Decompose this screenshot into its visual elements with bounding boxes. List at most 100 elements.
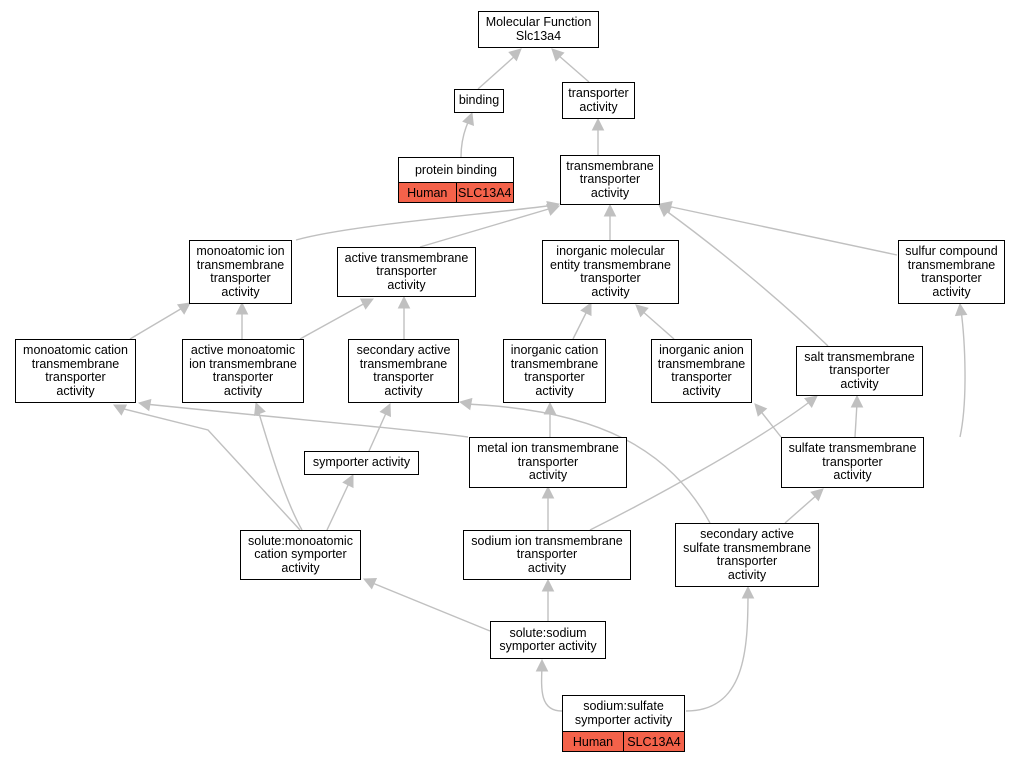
edge-line <box>419 207 553 248</box>
node-label: active transmembrane transporter activit… <box>344 250 469 292</box>
node-label: secondary active transmembrane transport… <box>356 343 451 398</box>
edge-line <box>369 581 491 632</box>
node-transporter-activity[interactable]: transporter activity <box>562 82 635 119</box>
edge-line <box>640 309 675 340</box>
node-label: sodium:sulfate symporter activity <box>563 696 684 732</box>
edge-arrowhead <box>254 401 266 416</box>
annotation-row: Human SLC13A4 <box>399 183 513 202</box>
node-binding[interactable]: binding <box>454 89 504 113</box>
edge-line <box>299 301 368 340</box>
edge-line <box>685 592 749 712</box>
node-sulfate-tmt[interactable]: sulfate transmembrane transporter activi… <box>781 437 924 488</box>
node-solute-sodium-symporter[interactable]: solute:sodium symporter activity <box>490 621 606 659</box>
edge-line <box>664 209 829 347</box>
node-label: inorganic cation transmembrane transport… <box>510 343 599 398</box>
edge-arrowhead <box>535 658 549 672</box>
node-label: sulfur compound transmembrane transporte… <box>905 244 998 299</box>
edge-arrowhead <box>603 203 617 217</box>
edge-line <box>326 480 351 531</box>
edge-arrowhead <box>342 473 354 489</box>
node-monoatomic-ion-tmt[interactable]: monoatomic ion transmembrane transporter… <box>189 240 292 304</box>
edge-line <box>854 402 858 438</box>
node-symporter-activity[interactable]: symporter activity <box>304 451 419 475</box>
node-inorganic-anion-tmt[interactable]: inorganic anion transmembrane transporte… <box>651 339 752 403</box>
edge-arrowhead <box>112 404 128 416</box>
edge-arrowhead <box>804 395 818 409</box>
node-label: solute:monoatomic cation symporter activ… <box>248 533 353 575</box>
node-label: protein binding <box>399 158 513 183</box>
node-secondary-active-sulfate-tmt[interactable]: secondary active sulfate transmembrane t… <box>675 523 819 587</box>
node-protein-binding[interactable]: protein binding Human SLC13A4 <box>398 157 514 203</box>
edge-line <box>477 54 517 90</box>
edge-arrowhead <box>954 302 968 317</box>
edge-arrowhead <box>580 301 592 317</box>
node-active-monoatomic-ion-tmt[interactable]: active monoatomic ion transmembrane tran… <box>182 339 304 403</box>
node-label: binding <box>458 93 500 108</box>
node-label: sulfate transmembrane transporter activi… <box>788 441 917 483</box>
node-label: metal ion transmembrane transporter acti… <box>477 441 619 483</box>
node-label: secondary active sulfate transmembrane t… <box>683 527 811 582</box>
edge-arrowhead <box>658 204 672 218</box>
edge-arrowhead <box>810 488 824 502</box>
edge-line <box>144 403 469 438</box>
edge-arrowhead <box>635 304 649 318</box>
edge-arrowhead <box>176 302 191 315</box>
edge-arrowhead <box>508 48 522 62</box>
node-sodium-ion-tmt[interactable]: sodium ion transmembrane transporter act… <box>463 530 631 580</box>
edge-arrowhead <box>362 578 378 590</box>
node-label: Molecular Function Slc13a4 <box>485 15 592 43</box>
edge-arrowhead <box>850 394 864 408</box>
edge-arrowhead <box>541 578 555 592</box>
edge-line <box>959 309 966 438</box>
node-sulfur-compound-tmt[interactable]: sulfur compound transmembrane transporte… <box>898 240 1005 304</box>
node-label: salt transmembrane transporter activity <box>804 349 915 391</box>
node-sodium-sulfate-symporter[interactable]: sodium:sulfate symporter activity Human … <box>562 695 685 752</box>
gene-cell[interactable]: SLC13A4 <box>623 732 684 751</box>
edge-arrowhead <box>379 402 391 418</box>
node-label: symporter activity <box>312 455 411 470</box>
edge-line <box>540 665 563 712</box>
node-label: solute:sodium symporter activity <box>499 625 597 653</box>
gene-cell[interactable]: SLC13A4 <box>455 183 513 202</box>
edge-arrowhead <box>754 403 768 417</box>
species-cell[interactable]: Human <box>563 732 623 751</box>
edge-line <box>257 409 303 531</box>
node-label: inorganic molecular entity transmembrane… <box>550 244 671 299</box>
edge-line <box>784 493 819 524</box>
node-monoatomic-cation-tmt[interactable]: monoatomic cation transmembrane transpor… <box>15 339 136 403</box>
edge-line <box>368 410 388 452</box>
edge-arrowhead <box>458 397 473 411</box>
node-solute-monoatomic-cation-symporter[interactable]: solute:monoatomic cation symporter activ… <box>240 530 361 580</box>
edge-line <box>119 407 301 531</box>
node-label: monoatomic cation transmembrane transpor… <box>23 343 128 398</box>
node-inorganic-molecular-entity-tmt[interactable]: inorganic molecular entity transmembrane… <box>542 240 679 304</box>
node-label: active monoatomic ion transmembrane tran… <box>189 343 297 398</box>
edge-arrowhead <box>591 117 605 131</box>
node-molecular-function[interactable]: Molecular Function Slc13a4 <box>478 11 599 48</box>
annotation-row: Human SLC13A4 <box>563 732 684 751</box>
node-active-tmt[interactable]: active transmembrane transporter activit… <box>337 247 476 297</box>
edge-arrowhead <box>741 585 755 599</box>
edge-arrowhead <box>462 111 474 126</box>
edge-line <box>572 308 589 340</box>
node-label: inorganic anion transmembrane transporte… <box>657 343 746 398</box>
node-transmembrane-transporter-activity[interactable]: transmembrane transporter activity <box>560 155 660 205</box>
node-secondary-active-tmt[interactable]: secondary active transmembrane transport… <box>348 339 459 403</box>
node-label: transmembrane transporter activity <box>566 158 654 200</box>
node-label: transporter activity <box>568 86 629 114</box>
species-cell[interactable]: Human <box>399 183 456 202</box>
edge-line <box>589 399 813 531</box>
node-label: monoatomic ion transmembrane transporter… <box>196 244 285 299</box>
edge-arrowhead <box>137 398 152 412</box>
edge-line <box>666 205 898 256</box>
edge-line <box>758 408 782 438</box>
node-inorganic-cation-tmt[interactable]: inorganic cation transmembrane transport… <box>503 339 606 403</box>
edge-arrowhead <box>546 204 561 216</box>
node-metal-ion-tmt[interactable]: metal ion transmembrane transporter acti… <box>469 437 627 488</box>
edge-line <box>295 204 556 241</box>
edge-arrowhead <box>359 298 375 310</box>
edge-line <box>557 54 590 83</box>
node-salt-tmt[interactable]: salt transmembrane transporter activity <box>796 346 923 396</box>
node-label: sodium ion transmembrane transporter act… <box>471 533 623 575</box>
